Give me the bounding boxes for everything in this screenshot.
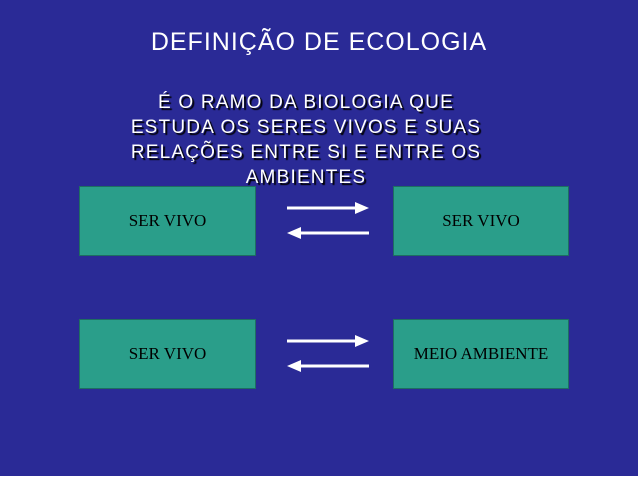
slide-title: DEFINIÇÃO DE ECOLOGIA [150,28,488,56]
definition-text: É O RAMO DA BIOLOGIA QUE ESTUDA OS SERES… [100,90,512,190]
definition-line: RELAÇÕES ENTRE SI E ENTRE OS [130,142,482,163]
bidirectional-arrows-icon [287,335,369,372]
definition-line: ESTUDA OS SERES VIVOS E SUAS [130,117,482,138]
relation-1-left-box: SER VIVO [79,186,256,256]
bidirectional-arrows-icon [287,202,369,239]
bottom-divider [0,476,638,479]
definition-line: AMBIENTES [245,167,367,188]
relation-2-left-box: SER VIVO [79,319,256,389]
relation-2-right-box: MEIO AMBIENTE [393,319,569,389]
relation-1-right-box: SER VIVO [393,186,569,256]
definition-line: É O RAMO DA BIOLOGIA QUE [158,92,454,113]
